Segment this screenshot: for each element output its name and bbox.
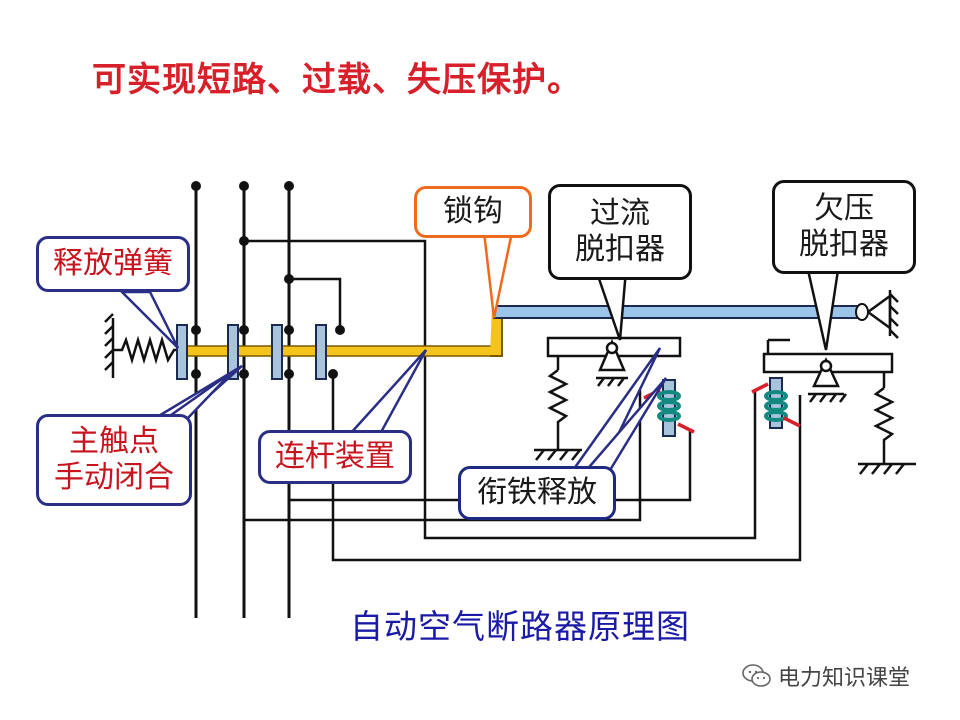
- contact-dot: [284, 325, 294, 335]
- trip-bar: [493, 305, 865, 319]
- contact-dot: [191, 369, 201, 379]
- undervoltage-release-text: 脱扣器: [799, 227, 889, 262]
- linkage-label: 连杆装置: [258, 430, 412, 484]
- contact-block: [227, 324, 239, 380]
- diagram-caption: 自动空气断路器原理图: [350, 607, 690, 646]
- right-anchor: [867, 290, 899, 339]
- overcurrent-spring: [534, 356, 582, 461]
- undervoltage-text: 欠压: [814, 191, 874, 226]
- bar-pivot: [855, 303, 869, 321]
- overcurrent-release-text: 脱扣器: [575, 232, 665, 267]
- undervoltage-coil: [764, 390, 788, 422]
- supply-wires: [194, 186, 291, 618]
- overcurrent-wire: [242, 374, 642, 522]
- latch-text: 锁钩: [443, 194, 503, 229]
- linkage-text: 连杆装置: [275, 439, 395, 474]
- armature-pointer-2: [575, 377, 668, 482]
- watermark-text: 电力知识课堂: [778, 666, 911, 691]
- page-heading: 可实现短路、过载、失压保护。: [92, 60, 582, 100]
- wechat-icon: [742, 664, 771, 687]
- contact-block: [176, 324, 188, 380]
- release-spring-label: 释放弹簧: [36, 236, 190, 292]
- linkage-pointer: [347, 349, 428, 436]
- manual-close-text: 手动闭合: [54, 460, 174, 495]
- contact-dot: [191, 325, 201, 335]
- armature-release-label: 衔铁释放: [458, 466, 616, 520]
- main-contact-text: 主触点: [69, 424, 159, 459]
- terminal-dot: [284, 181, 294, 191]
- contact-blocks: [176, 324, 327, 380]
- overcurrent-pivot: [596, 338, 628, 387]
- release-spring-text: 释放弹簧: [53, 246, 173, 281]
- contact-block: [271, 324, 283, 380]
- terminal-dot: [191, 181, 201, 191]
- latch-label: 锁钩: [414, 186, 532, 238]
- undervoltage-pivot: [808, 357, 847, 403]
- phase3-branch: [289, 277, 342, 330]
- contact-block: [315, 324, 327, 380]
- overcurrent-coil: [657, 390, 681, 422]
- armature-release-text: 衔铁释放: [477, 475, 597, 510]
- contact-dot: [239, 325, 249, 335]
- contact-pointer-2: [160, 370, 233, 422]
- main-contact-label: 主触点 手动闭合: [36, 414, 192, 506]
- spring-pointer: [118, 290, 180, 349]
- watermark: 电力知识课堂: [742, 660, 910, 692]
- undervoltage-wire: [244, 239, 757, 540]
- undervoltage-spring: [858, 372, 916, 475]
- overcurrent-trip-label: 过流 脱扣器: [548, 184, 692, 280]
- terminal-dot: [239, 181, 249, 191]
- undervoltage-poles: [751, 382, 801, 428]
- overcurrent-text: 过流: [590, 196, 650, 231]
- left-spring: [104, 313, 180, 378]
- undervoltage-trip-label: 欠压 脱扣器: [772, 180, 916, 274]
